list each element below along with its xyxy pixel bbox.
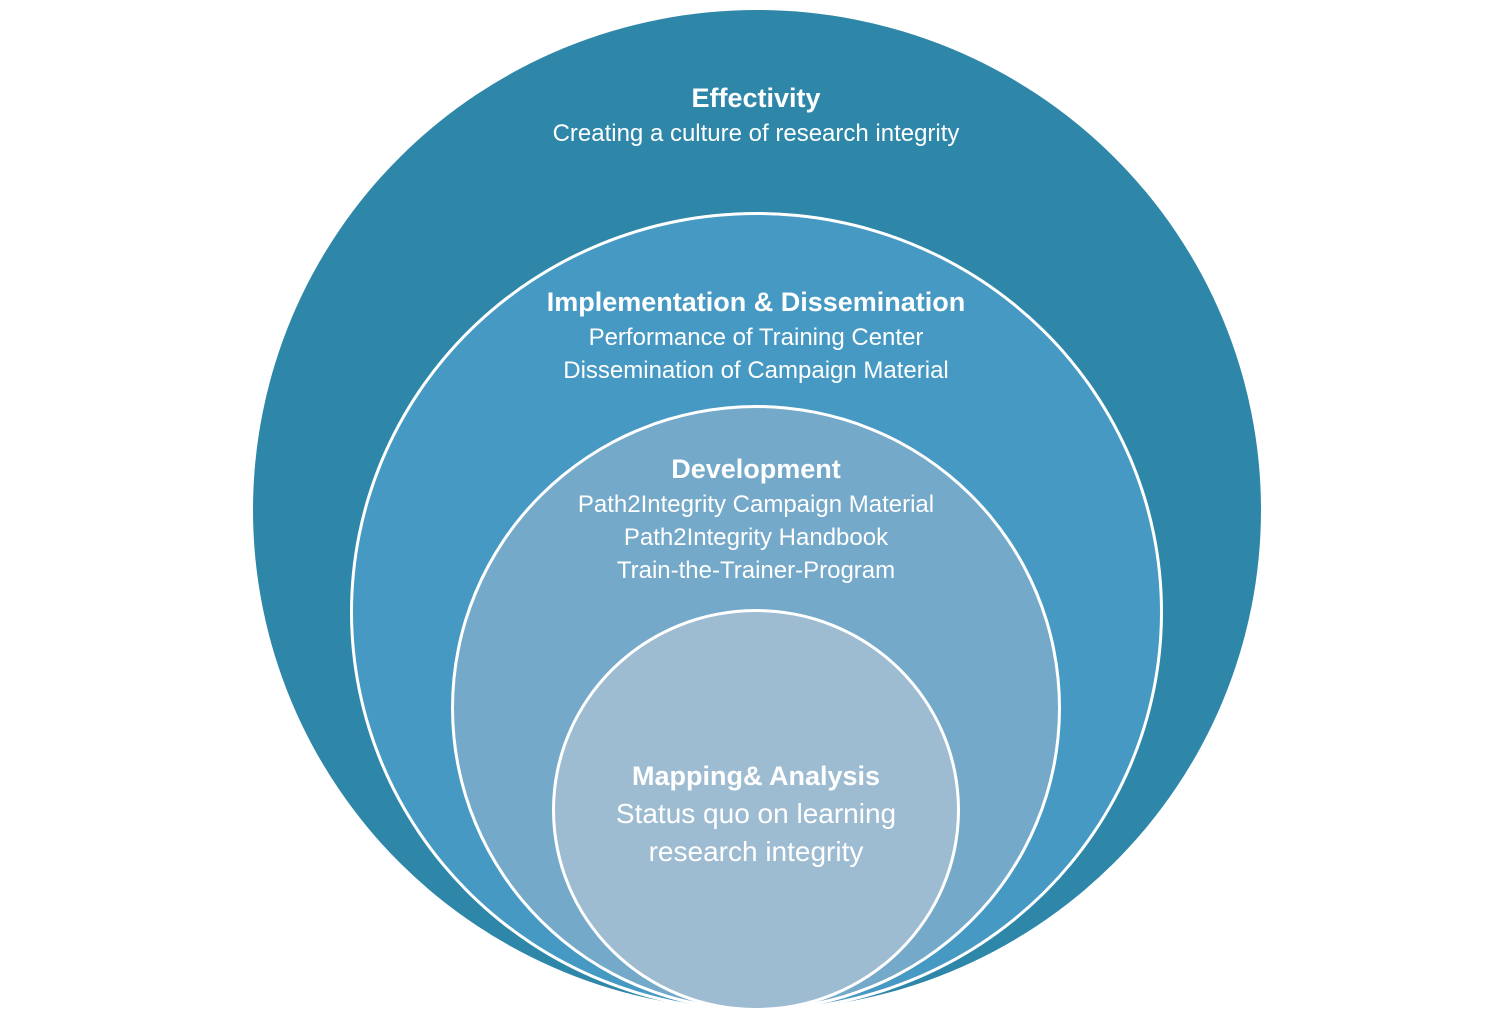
development-line: Path2Integrity Handbook — [623, 524, 889, 552]
mapping-title: Mapping& Analysis — [631, 761, 881, 791]
mapping-line: Status quo on learning — [615, 797, 897, 829]
effectivity-title: Effectivity — [691, 83, 821, 113]
ring-mapping-analysis — [552, 609, 960, 1011]
implementation-line: Performance of Training Center — [588, 323, 924, 351]
implementation-title: Implementation & Dissemination — [546, 287, 966, 317]
implementation-label-group: Implementation & Dissemination Performan… — [456, 286, 1056, 385]
development-line: Path2Integrity Campaign Material — [577, 490, 935, 518]
mapping-line: research integrity — [648, 836, 864, 868]
development-title: Development — [671, 454, 841, 484]
effectivity-line: Creating a culture of research integrity — [552, 119, 960, 147]
effectivity-label-group: Effectivity Creating a culture of resear… — [456, 82, 1056, 148]
implementation-line: Dissemination of Campaign Material — [563, 357, 949, 385]
mapping-label-group: Mapping& Analysis Status quo on learning… — [456, 760, 1056, 869]
development-label-group: Development Path2Integrity Campaign Mate… — [456, 453, 1056, 586]
development-line: Train-the-Trainer-Program — [616, 557, 896, 585]
